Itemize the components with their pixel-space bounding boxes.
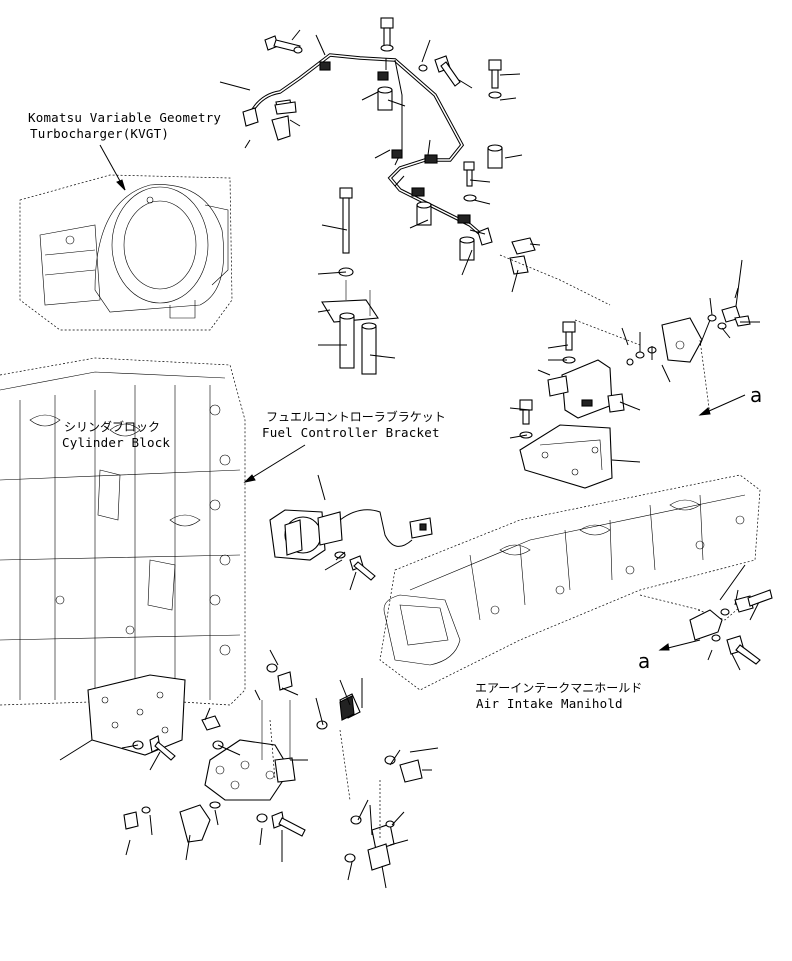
kvgt-label-line1: Komatsu Variable Geometry xyxy=(28,110,221,125)
pipe-bracket-assembly xyxy=(321,187,379,375)
lower-block-fittings xyxy=(87,663,423,871)
manifold-mount-bracket xyxy=(689,589,773,665)
air-intake-manifold-drawing xyxy=(379,474,761,691)
sensor-assembly xyxy=(269,509,433,581)
ref-a-lower: a xyxy=(638,649,650,673)
turbocharger-drawing xyxy=(19,174,233,331)
top-fasteners xyxy=(264,17,536,275)
air-intake-manifold-label-jp: エアーインテークマニホールド xyxy=(475,681,642,695)
cylinder-block-label-jp: シリンダブロック xyxy=(64,419,160,434)
kvgt-label-line2: Turbocharger(KVGT) xyxy=(30,126,169,141)
air-intake-manifold-label-en: Air Intake Manihold xyxy=(476,696,623,711)
cylinder-block-label-en: Cylinder Block xyxy=(62,435,170,450)
label-arrows xyxy=(99,144,746,651)
cylinder-block-drawing xyxy=(0,357,246,706)
ref-a-upper: a xyxy=(750,383,762,407)
fuel-controller-assembly xyxy=(519,305,751,489)
fuel-controller-bracket-label-en: Fuel Controller Bracket xyxy=(262,425,440,440)
fuel-controller-bracket-label-jp: フュエルコントローラブラケット xyxy=(266,409,446,424)
leader-lines xyxy=(59,29,761,889)
